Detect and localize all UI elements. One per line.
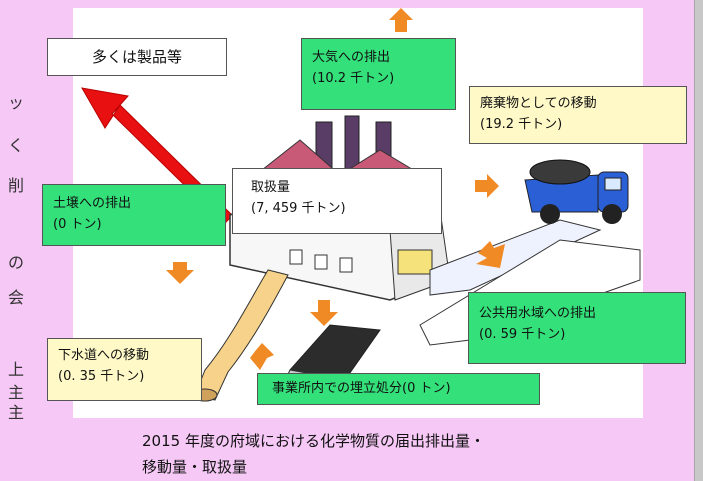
- side-glyph: く: [8, 136, 25, 155]
- window: [339, 257, 353, 273]
- soil-arrow: [166, 262, 194, 284]
- handled-title: 取扱量: [251, 180, 291, 195]
- landfill-arrow: [310, 300, 338, 326]
- sewer-transfer-label: 下水道への移動 (0. 35 千トン): [47, 338, 202, 401]
- side-glyph: 主: [8, 383, 25, 402]
- waste-value: (19.2 千トン): [480, 117, 563, 132]
- scrollbar[interactable]: [694, 0, 703, 481]
- air-title: 大気への排出: [312, 50, 391, 65]
- water-arrow: [476, 241, 505, 268]
- air-emission-label: 大気への排出 (10.2 千トン): [301, 38, 456, 110]
- waste-arrow: [475, 174, 499, 198]
- truck-wheel: [602, 204, 622, 224]
- side-glyph: の: [8, 253, 25, 272]
- side-text: の: [8, 255, 24, 271]
- side-text: く: [8, 138, 24, 154]
- window: [289, 249, 303, 265]
- truck-load: [529, 159, 591, 185]
- landfill-text: 事業所内での埋立処分(0 トン): [272, 381, 451, 396]
- side-text: 上: [8, 362, 24, 378]
- caption-text: 2015 年度の府域における化学物質の届出排出量・: [142, 432, 485, 450]
- figure-caption-line1: 2015 年度の府域における化学物質の届出排出量・: [142, 430, 485, 451]
- truck-window: [604, 177, 622, 191]
- side-text: 主: [8, 385, 24, 401]
- handled-value: (7, 459 千トン): [251, 201, 346, 216]
- products-label: 多くは製品等: [47, 38, 227, 76]
- figure-caption-line2: 移動量・取扱量: [142, 456, 247, 477]
- caption-text: 移動量・取扱量: [142, 458, 248, 476]
- sewer-pipe: [194, 269, 289, 401]
- water-emission-label: 公共用水域への排出 (0. 59 千トン): [468, 292, 686, 364]
- side-glyph: ッ: [8, 93, 25, 112]
- landfill-label: 事業所内での埋立処分(0 トン): [257, 373, 540, 405]
- sewer-arrow: [250, 343, 274, 370]
- side-glyph: 削: [8, 176, 25, 195]
- air-arrow: [389, 8, 413, 32]
- side-glyph: 主: [8, 403, 25, 422]
- soil-value: (0 トン): [53, 217, 102, 232]
- landfill-pit: [289, 324, 381, 381]
- water-value: (0. 59 千トン): [479, 327, 566, 342]
- side-text: 主: [8, 405, 24, 421]
- window: [314, 254, 328, 270]
- truck-wheel: [540, 204, 560, 224]
- side-text: 会: [8, 290, 24, 306]
- soil-emission-label: 土壌への排出 (0 トン): [42, 184, 226, 246]
- waste-title: 廃棄物としての移動: [480, 96, 597, 111]
- sewer-value: (0. 35 千トン): [58, 369, 145, 384]
- sewer-title: 下水道への移動: [58, 348, 150, 363]
- side-text: ッ: [8, 95, 24, 111]
- waste-transfer-label: 廃棄物としての移動 (19.2 千トン): [469, 86, 687, 144]
- handled-amount-label: 取扱量 (7, 459 千トン): [232, 168, 442, 234]
- products-text: 多くは製品等: [91, 48, 182, 66]
- soil-title: 土壌への排出: [53, 196, 132, 211]
- air-value: (10.2 千トン): [312, 71, 395, 86]
- side-text: 削: [8, 178, 24, 194]
- outlet-box: [397, 249, 433, 275]
- side-glyph: 上: [8, 360, 25, 379]
- water-title: 公共用水域への排出: [479, 306, 597, 321]
- side-glyph: 会: [8, 288, 25, 307]
